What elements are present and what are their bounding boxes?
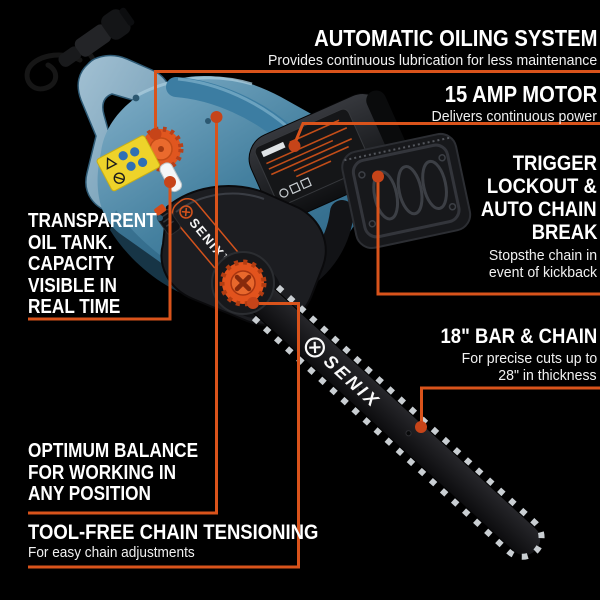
callout-oil-tank: TRANSPARENT OIL TANK. CAPACITY VISIBLE I… xyxy=(28,210,178,319)
bar-chain-title: 18" BAR & CHAIN xyxy=(440,324,597,348)
oil-tank-title-line: CAPACITY xyxy=(28,253,115,276)
oil-tank-title-line: TRANSPARENT xyxy=(28,210,157,232)
tensioning-title: TOOL-FREE CHAIN TENSIONING xyxy=(28,520,319,544)
senix-badge-icon xyxy=(179,205,193,219)
callout-line-oiling xyxy=(154,70,600,138)
oiling-title: AUTOMATIC OILING SYSTEM xyxy=(313,25,597,51)
screw xyxy=(205,118,211,124)
trigger-title-line: LOCKOUT & xyxy=(487,174,597,198)
callout-dot-motor xyxy=(288,140,301,152)
callout-line-balance xyxy=(28,121,218,515)
callout-dot-bar xyxy=(415,421,427,433)
guide-bar: SENIX xyxy=(227,264,545,560)
power-plug xyxy=(58,7,135,67)
callout-motor: 15 AMP MOTOR Delivers continuous power xyxy=(420,82,597,126)
trigger-subtitle-line: event of kickback xyxy=(488,263,597,281)
screw xyxy=(157,215,163,221)
front-hand-guard xyxy=(341,132,472,249)
callout-line-bar xyxy=(420,386,600,422)
trigger-title-line: BREAK xyxy=(531,220,597,244)
tensioning-subtitle: For easy chain adjustments xyxy=(28,545,195,561)
chain xyxy=(227,264,545,560)
oil-tank-title-line: VISIBLE IN xyxy=(28,274,117,297)
bar-chain-subtitle-line: For precise cuts up to xyxy=(461,350,597,367)
oil-tank-title-line: OIL TANK. xyxy=(28,231,113,254)
callout-dot-tensioning xyxy=(247,297,259,309)
callout-dot-oil-tank xyxy=(164,176,176,188)
warning-label xyxy=(96,135,161,192)
motor-subtitle: Delivers continuous power xyxy=(431,108,597,125)
motor-title: 15 AMP MOTOR xyxy=(444,81,597,107)
callout-trigger: TRIGGER LOCKOUT & AUTO CHAIN BREAK Stops… xyxy=(462,152,597,281)
callout-dot-oiling xyxy=(149,128,162,140)
trigger-title-line: AUTO CHAIN xyxy=(481,197,597,221)
balance-title-line: OPTIMUM BALANCE xyxy=(28,440,199,462)
callout-dot-balance xyxy=(210,111,223,123)
bar-chain-subtitle-line: 28" in thickness xyxy=(498,366,597,384)
callout-tensioning: TOOL-FREE CHAIN TENSIONING For easy chai… xyxy=(28,521,366,562)
oiling-subtitle: Provides continuous lubrication for less… xyxy=(267,52,597,69)
tension-knob xyxy=(211,251,275,315)
callout-line-tensioning xyxy=(28,302,300,569)
balance-title-line: ANY POSITION xyxy=(28,483,151,506)
callout-line-trigger xyxy=(376,180,600,296)
balance-title-line: FOR WORKING IN xyxy=(28,461,177,484)
callout-balance: OPTIMUM BALANCE FOR WORKING IN ANY POSIT… xyxy=(28,440,226,506)
top-handle-highlight xyxy=(177,77,293,132)
body-highlight xyxy=(137,76,253,97)
oil-tank-title-line: REAL TIME xyxy=(28,296,121,319)
callout-line-motor xyxy=(293,122,600,144)
trigger-title-line: TRIGGER xyxy=(512,151,597,175)
callout-bar-chain: 18" BAR & CHAIN For precise cuts up to 2… xyxy=(415,325,597,384)
callout-line-oil-tank xyxy=(28,186,172,321)
callout-oiling: AUTOMATIC OILING SYSTEM Provides continu… xyxy=(247,26,597,70)
screw xyxy=(132,94,140,102)
trigger-subtitle-line: Stopsthe chain in xyxy=(488,247,597,264)
callout-dot-trigger xyxy=(372,170,384,183)
